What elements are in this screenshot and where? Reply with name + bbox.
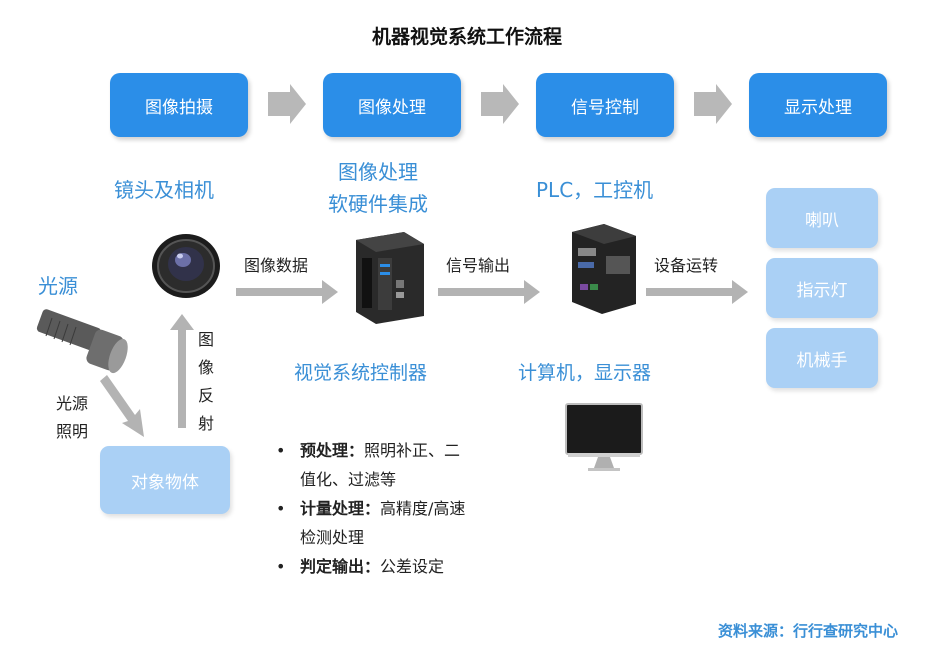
step-image-processing: 图像处理 (323, 73, 461, 137)
label-reflect-4: 射 (198, 414, 215, 433)
flow-arrow-3 (694, 84, 732, 124)
label-signal-out: 信号输出 (446, 256, 511, 275)
image-data-arrow (236, 280, 338, 304)
label-plc: PLC，工控机 (536, 178, 654, 202)
monitor-image (565, 403, 643, 471)
label-light-illum-1: 光源 (56, 394, 89, 413)
output-speaker: 喇叭 (766, 188, 878, 248)
label-computer-display: 计算机，显示器 (518, 362, 652, 384)
vision-controller-image (356, 232, 424, 324)
diagram-title: 机器视觉系统工作流程 (371, 26, 562, 48)
camera-lens-image (152, 234, 220, 298)
bullet-title: 预处理： (300, 441, 365, 460)
label-hw-sw-integration: 软硬件集成 (328, 192, 428, 216)
label-vision-controller: 视觉系统控制器 (294, 362, 428, 384)
label-light-illum-2: 照明 (56, 422, 89, 441)
object-box: 对象物体 (100, 446, 230, 514)
bullet-item: • 计量处理：高精度/高速 检测处理 (276, 494, 536, 552)
flow-arrow-2 (481, 84, 519, 124)
output-indicator-light: 指示灯 (766, 258, 878, 318)
bullet-dot: • (276, 499, 286, 518)
step-image-capture: 图像拍摄 (110, 73, 248, 137)
processing-bullets: • 预处理：照明补正、二 值化、过滤等 • 计量处理：高精度/高速 检测处理 •… (276, 436, 536, 581)
source-note: 资料来源：行行查研究中心 (717, 622, 898, 640)
bullet-text: 照明补正、二 (364, 441, 461, 460)
step-signal-control: 信号控制 (536, 73, 674, 137)
label-reflect-2: 像 (198, 358, 215, 377)
label-image-processing: 图像处理 (338, 160, 418, 184)
bullet-item: • 预处理：照明补正、二 值化、过滤等 (276, 436, 536, 494)
device-run-arrow (646, 280, 748, 304)
label-reflect-3: 反 (198, 386, 215, 405)
plc-image (572, 224, 636, 314)
flow-arrow-1 (268, 84, 306, 124)
step-display-processing: 显示处理 (749, 73, 887, 137)
bullet-text-cont: 值化、过滤等 (300, 470, 397, 489)
label-device-run: 设备运转 (654, 256, 719, 275)
bullet-text: 公差设定 (380, 557, 445, 576)
light-arrow (100, 375, 144, 437)
bullet-text-cont: 检测处理 (300, 528, 365, 547)
bullet-title: 判定输出： (300, 557, 381, 576)
output-robot-arm: 机械手 (766, 328, 878, 388)
label-lens-camera: 镜头及相机 (114, 178, 214, 202)
label-image-data: 图像数据 (244, 256, 309, 275)
bullet-dot: • (276, 441, 286, 460)
signal-out-arrow (438, 280, 540, 304)
label-reflect-1: 图 (198, 330, 215, 349)
flashlight-image (36, 309, 128, 374)
bullet-title: 计量处理： (300, 499, 381, 518)
reflect-arrow (170, 314, 194, 428)
label-light-source: 光源 (38, 274, 78, 298)
bullet-dot: • (276, 557, 286, 576)
bullet-text: 高精度/高速 (380, 499, 466, 518)
bullet-item: • 判定输出：公差设定 (276, 552, 536, 581)
